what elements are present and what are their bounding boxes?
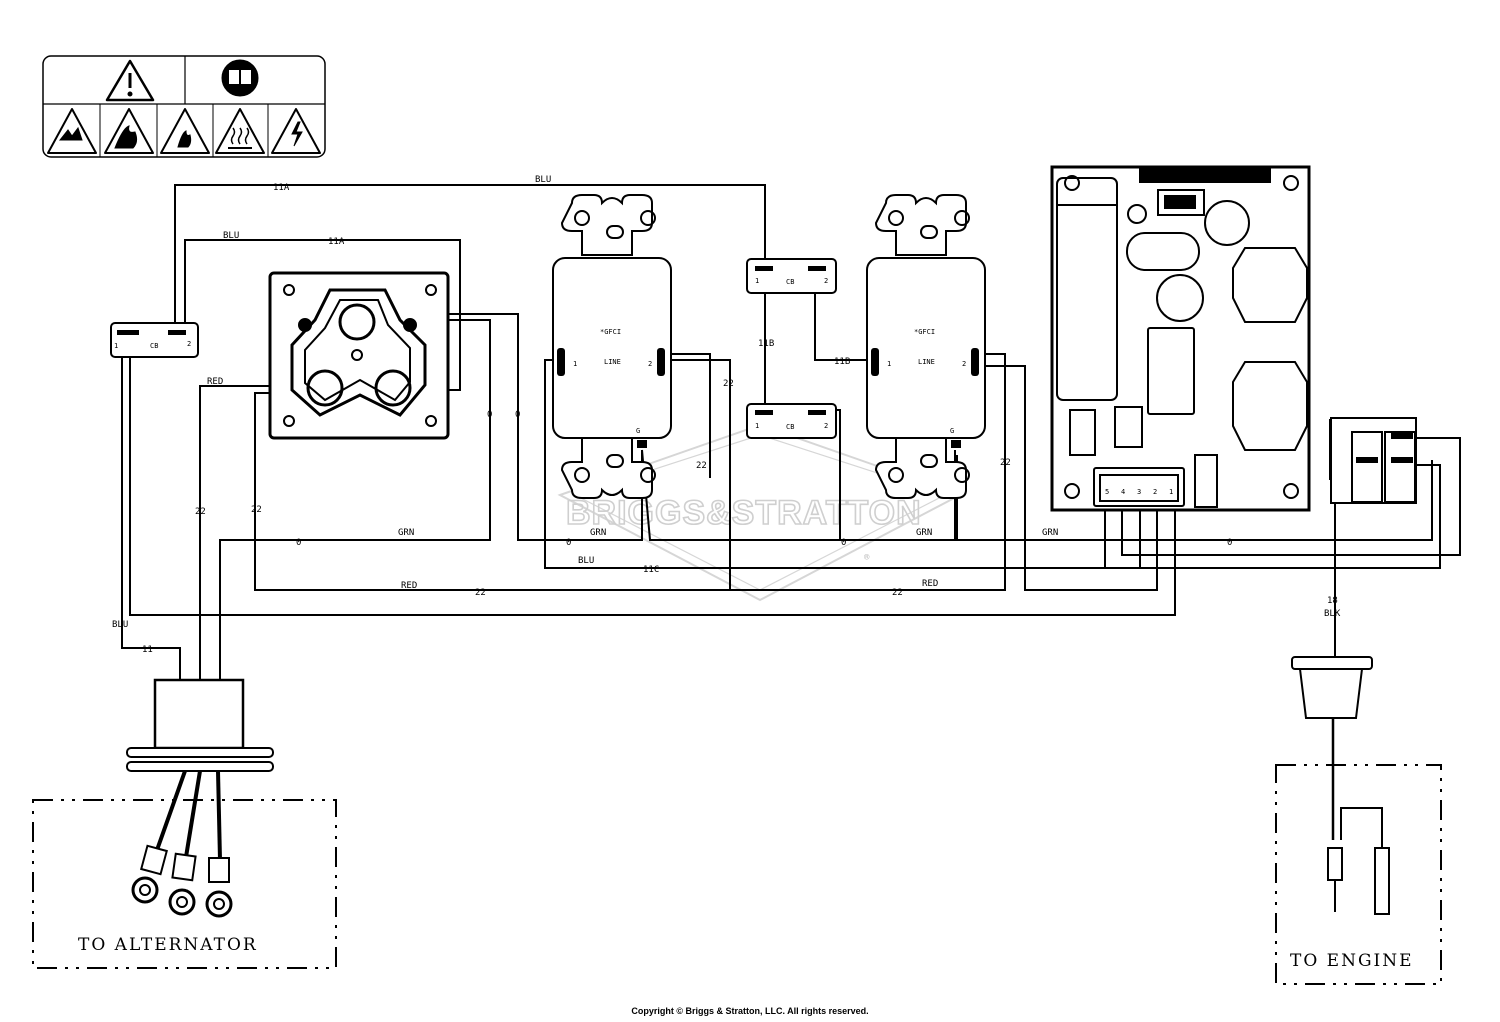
wire-label-22-e: 22 [1000, 458, 1011, 468]
fire-hazard-icon [104, 108, 154, 154]
wire-label-blu-top: BLU [535, 175, 551, 185]
cb-left-pin2: 2 [187, 340, 191, 348]
engine-box-label: TO ENGINE [1290, 951, 1414, 971]
cb-bottom-label: CB [786, 423, 794, 431]
wire-label-0-a: 0 [487, 410, 492, 420]
wire-label-grn-1: GRN [398, 528, 414, 538]
safety-label [42, 55, 326, 158]
wire-label-22-bottom: 22 [475, 588, 486, 598]
gfci-left-ground: G [636, 427, 640, 435]
gfci-right-ground: G [950, 427, 954, 435]
wire-label-11b-horizontal: 11B [834, 357, 850, 367]
connector-pin-5: 5 [1105, 488, 1109, 496]
connector-pin-1: 1 [1169, 488, 1173, 496]
wire-label-22-b: 22 [251, 505, 262, 515]
cb-bottom-pin1: 1 [755, 422, 759, 430]
warning-triangle-icon [105, 59, 155, 102]
wire-label-22-d: 22 [696, 461, 707, 471]
alternator-box-label: TO ALTERNATOR [78, 935, 258, 955]
wiring [121, 184, 1461, 680]
electric-shock-icon [271, 108, 321, 154]
wire-label-0-d: 0 [566, 538, 571, 548]
gfci-right-pin1: 1 [887, 360, 891, 368]
twist-lock-outlet [268, 271, 450, 440]
wire-label-grn-3: GRN [916, 528, 932, 538]
cb-bottom-pin2: 2 [824, 422, 828, 430]
circuit-breaker-bottom: 1 CB 2 [746, 403, 837, 439]
watermark-text: BRIGGS&STRATTON [566, 494, 922, 532]
wire-label-0-e: 0 [841, 538, 846, 548]
gfci-right-title: *GFCI [914, 328, 935, 336]
wire-label-11b-vertical: 11B [758, 339, 774, 349]
gfci-receptacle-right: *GFCI LINE 1 2 G [866, 194, 986, 499]
gfci-left-pin2: 2 [648, 360, 652, 368]
gfci-receptacle-left: *GFCI LINE 1 2 G [552, 194, 672, 499]
wire-label-red-outlet: RED [207, 377, 223, 387]
gfci-right-sub: LINE [918, 358, 935, 366]
cb-top-pin2: 2 [824, 277, 828, 285]
wire-label-blu-side: BLU [112, 620, 128, 630]
wire-label-blu-inner: BLU [223, 231, 239, 241]
control-board [1050, 165, 1311, 512]
watermark: BRIGGS&STRATTON ® [557, 423, 963, 602]
gfci-left-sub: LINE [604, 358, 621, 366]
gfci-left-pin1: 1 [573, 360, 577, 368]
wire-label-grn-2: GRN [590, 528, 606, 538]
wire-label-grn-4: GRN [1042, 528, 1058, 538]
wire-label-11a-inner: 11A [328, 237, 345, 247]
wire-label-blk: BLK [1324, 609, 1341, 619]
connector-pin-3: 3 [1137, 488, 1141, 496]
engine-harness [1291, 656, 1390, 915]
gfci-left-title: *GFCI [600, 328, 621, 336]
cb-left-pin1: 1 [114, 342, 118, 350]
gfci-right-pin2: 2 [962, 360, 966, 368]
circuit-breaker-left: 1 CB 2 [110, 322, 199, 358]
wire-label-18: 18 [1327, 596, 1338, 606]
alternator-box: TO ALTERNATOR [32, 799, 337, 969]
wire-label-0-c: 0 [296, 538, 301, 548]
alternator-harness [126, 678, 274, 918]
hot-surface-icon [215, 108, 265, 154]
engine-box: TO ENGINE [1275, 764, 1442, 985]
circuit-breaker-top: 1 CB 2 [746, 258, 837, 294]
wire-label-0-f: 0 [1227, 538, 1232, 548]
wire-label-red-bottom: RED [401, 581, 417, 591]
watermark-reg: ® [864, 553, 870, 563]
wire-label-blu-bottom: BLU [578, 556, 594, 566]
cb-top-pin1: 1 [755, 277, 759, 285]
copyright-text: Copyright © Briggs & Stratton, LLC. All … [631, 1006, 869, 1016]
wire-label-11a-top: 11A [273, 183, 290, 193]
cb-top-label: CB [786, 278, 794, 286]
wire-label-22-a: 22 [195, 507, 206, 517]
wire-label-0-b: 0 [515, 410, 520, 420]
wire-label-red-bottom-2: RED [922, 579, 938, 589]
relay-switch [1330, 417, 1417, 504]
flammable-icon [160, 108, 210, 154]
connector-pin-4: 4 [1121, 488, 1125, 496]
wire-label-22-bottom-2: 22 [892, 588, 903, 598]
connector-pin-2: 2 [1153, 488, 1157, 496]
wire-label-22-c: 22 [723, 379, 734, 389]
wire-labels: 11A BLU BLU 11A RED 0 0 22 22 22 22 22 1… [112, 175, 1341, 655]
wire-label-11c: 11C [643, 565, 659, 575]
cb-left-label: CB [150, 342, 158, 350]
read-manual-icon [221, 59, 259, 97]
wire-label-11: 11 [142, 645, 153, 655]
explosion-hazard-icon [47, 108, 97, 154]
